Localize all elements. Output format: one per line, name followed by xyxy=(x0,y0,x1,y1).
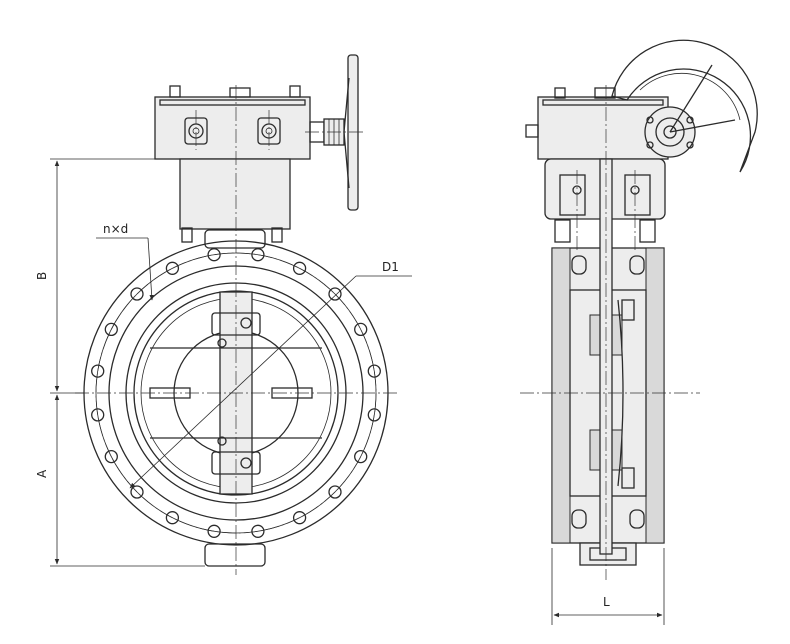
gearbox xyxy=(154,54,359,211)
bolt-hole xyxy=(367,408,381,422)
dim-l-label: L xyxy=(603,595,610,609)
holes-label: n×d xyxy=(103,222,128,236)
dim-a-label: A xyxy=(35,469,49,478)
bolt-hole xyxy=(354,449,368,464)
bolt-holes xyxy=(91,248,381,538)
bolt-hole xyxy=(104,322,118,337)
bolt-hole xyxy=(292,511,307,525)
bolt-hole xyxy=(165,511,180,525)
bracket xyxy=(179,158,291,249)
side-view: L xyxy=(520,39,758,625)
bolt-hole xyxy=(207,248,221,262)
bolt-hole xyxy=(91,408,105,422)
bolt-hole xyxy=(104,449,118,464)
bolt-hole xyxy=(91,364,105,378)
front-view: D1 n×d B A xyxy=(35,54,412,575)
bolt-hole xyxy=(292,261,307,275)
bolt-hole xyxy=(328,287,342,301)
position-indicator xyxy=(611,39,758,173)
dim-b-label: B xyxy=(35,272,49,280)
d1-label: D1 xyxy=(382,260,399,274)
bolt-hole xyxy=(367,364,381,378)
bolt-hole xyxy=(165,261,180,275)
bolt-hole xyxy=(130,485,144,499)
bolt-hole xyxy=(130,287,144,301)
bolt-hole xyxy=(207,524,221,538)
bolt-hole xyxy=(354,322,368,337)
bolt-hole xyxy=(251,248,265,262)
bolt-hole xyxy=(251,524,265,538)
bolt-hole xyxy=(328,485,342,499)
d1-leader xyxy=(129,275,357,489)
